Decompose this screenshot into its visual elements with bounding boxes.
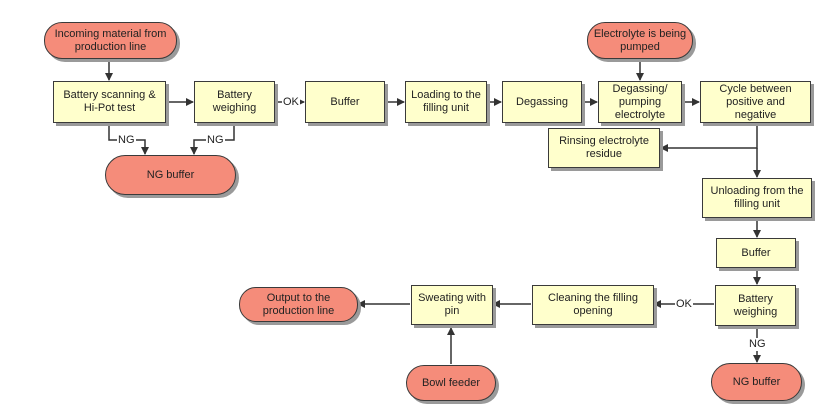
ng-label-2: NG xyxy=(206,134,225,147)
bowl-feeder-terminal: Bowl feeder xyxy=(406,365,496,401)
incoming-material-label: Incoming material from production line xyxy=(54,27,167,53)
output-terminal: Output to the production line xyxy=(239,287,358,322)
battery-weighing-box-1: Battery weighing xyxy=(194,81,275,123)
buffer-box-2: Buffer xyxy=(716,238,796,268)
electrolyte-pumped-label: Electrolyte is being pumped xyxy=(593,27,687,53)
degassing-label: Degassing xyxy=(516,95,568,108)
rinsing-label: Rinsing electrolyte residue xyxy=(559,135,649,160)
buffer-label-1: Buffer xyxy=(330,95,360,108)
electrolyte-pumped-terminal: Electrolyte is being pumped xyxy=(587,22,693,59)
bowl-feeder-label: Bowl feeder xyxy=(421,376,481,389)
loading-filling-unit-label: Loading to the filling unit xyxy=(411,89,481,114)
buffer-label-2: Buffer xyxy=(741,246,771,259)
cleaning-opening-label: Cleaning the filling opening xyxy=(548,292,638,317)
degassing-pumping-box: Degassing/ pumping electrolyte xyxy=(598,81,682,123)
arrow-cycle-to-rinsing xyxy=(660,122,758,152)
battery-scanning-label: Battery scanning & Hi-Pot test xyxy=(63,89,156,114)
incoming-material-terminal: Incoming material from production line xyxy=(44,22,177,59)
degassing-pumping-label: Degassing/ pumping electrolyte xyxy=(612,82,668,121)
battery-weighing-label-1: Battery weighing xyxy=(212,89,257,114)
degassing-box: Degassing xyxy=(502,81,582,123)
loading-filling-unit-box: Loading to the filling unit xyxy=(405,81,487,123)
ng-label-3: NG xyxy=(748,338,767,351)
rinsing-box: Rinsing electrolyte residue xyxy=(548,128,660,168)
cleaning-opening-box: Cleaning the filling opening xyxy=(532,285,654,325)
unloading-box: Unloading from the filling unit xyxy=(702,178,812,218)
sweating-pin-box: Sweating with pin xyxy=(411,285,493,325)
ok-label-2: OK xyxy=(675,298,693,311)
ok-label-1: OK xyxy=(282,96,300,109)
cycle-label: Cycle between positive and negative xyxy=(719,82,792,121)
battery-weighing-label-2: Battery weighing xyxy=(733,292,778,318)
ng-buffer-label-2: NG buffer xyxy=(732,375,781,388)
ng-buffer-terminal-2: NG buffer xyxy=(711,363,802,401)
ng-label-1: NG xyxy=(117,134,136,147)
output-label: Output to the production line xyxy=(262,291,335,317)
ng-buffer-label-1: NG buffer xyxy=(146,168,195,181)
buffer-box-1: Buffer xyxy=(305,81,385,123)
cycle-box: Cycle between positive and negative xyxy=(700,81,811,123)
battery-scanning-box: Battery scanning & Hi-Pot test xyxy=(53,81,166,123)
ng-buffer-terminal-1: NG buffer xyxy=(105,155,236,195)
battery-weighing-box-2: Battery weighing xyxy=(715,285,796,326)
unloading-label: Unloading from the filling unit xyxy=(710,185,804,210)
sweating-pin-label: Sweating with pin xyxy=(418,292,486,317)
